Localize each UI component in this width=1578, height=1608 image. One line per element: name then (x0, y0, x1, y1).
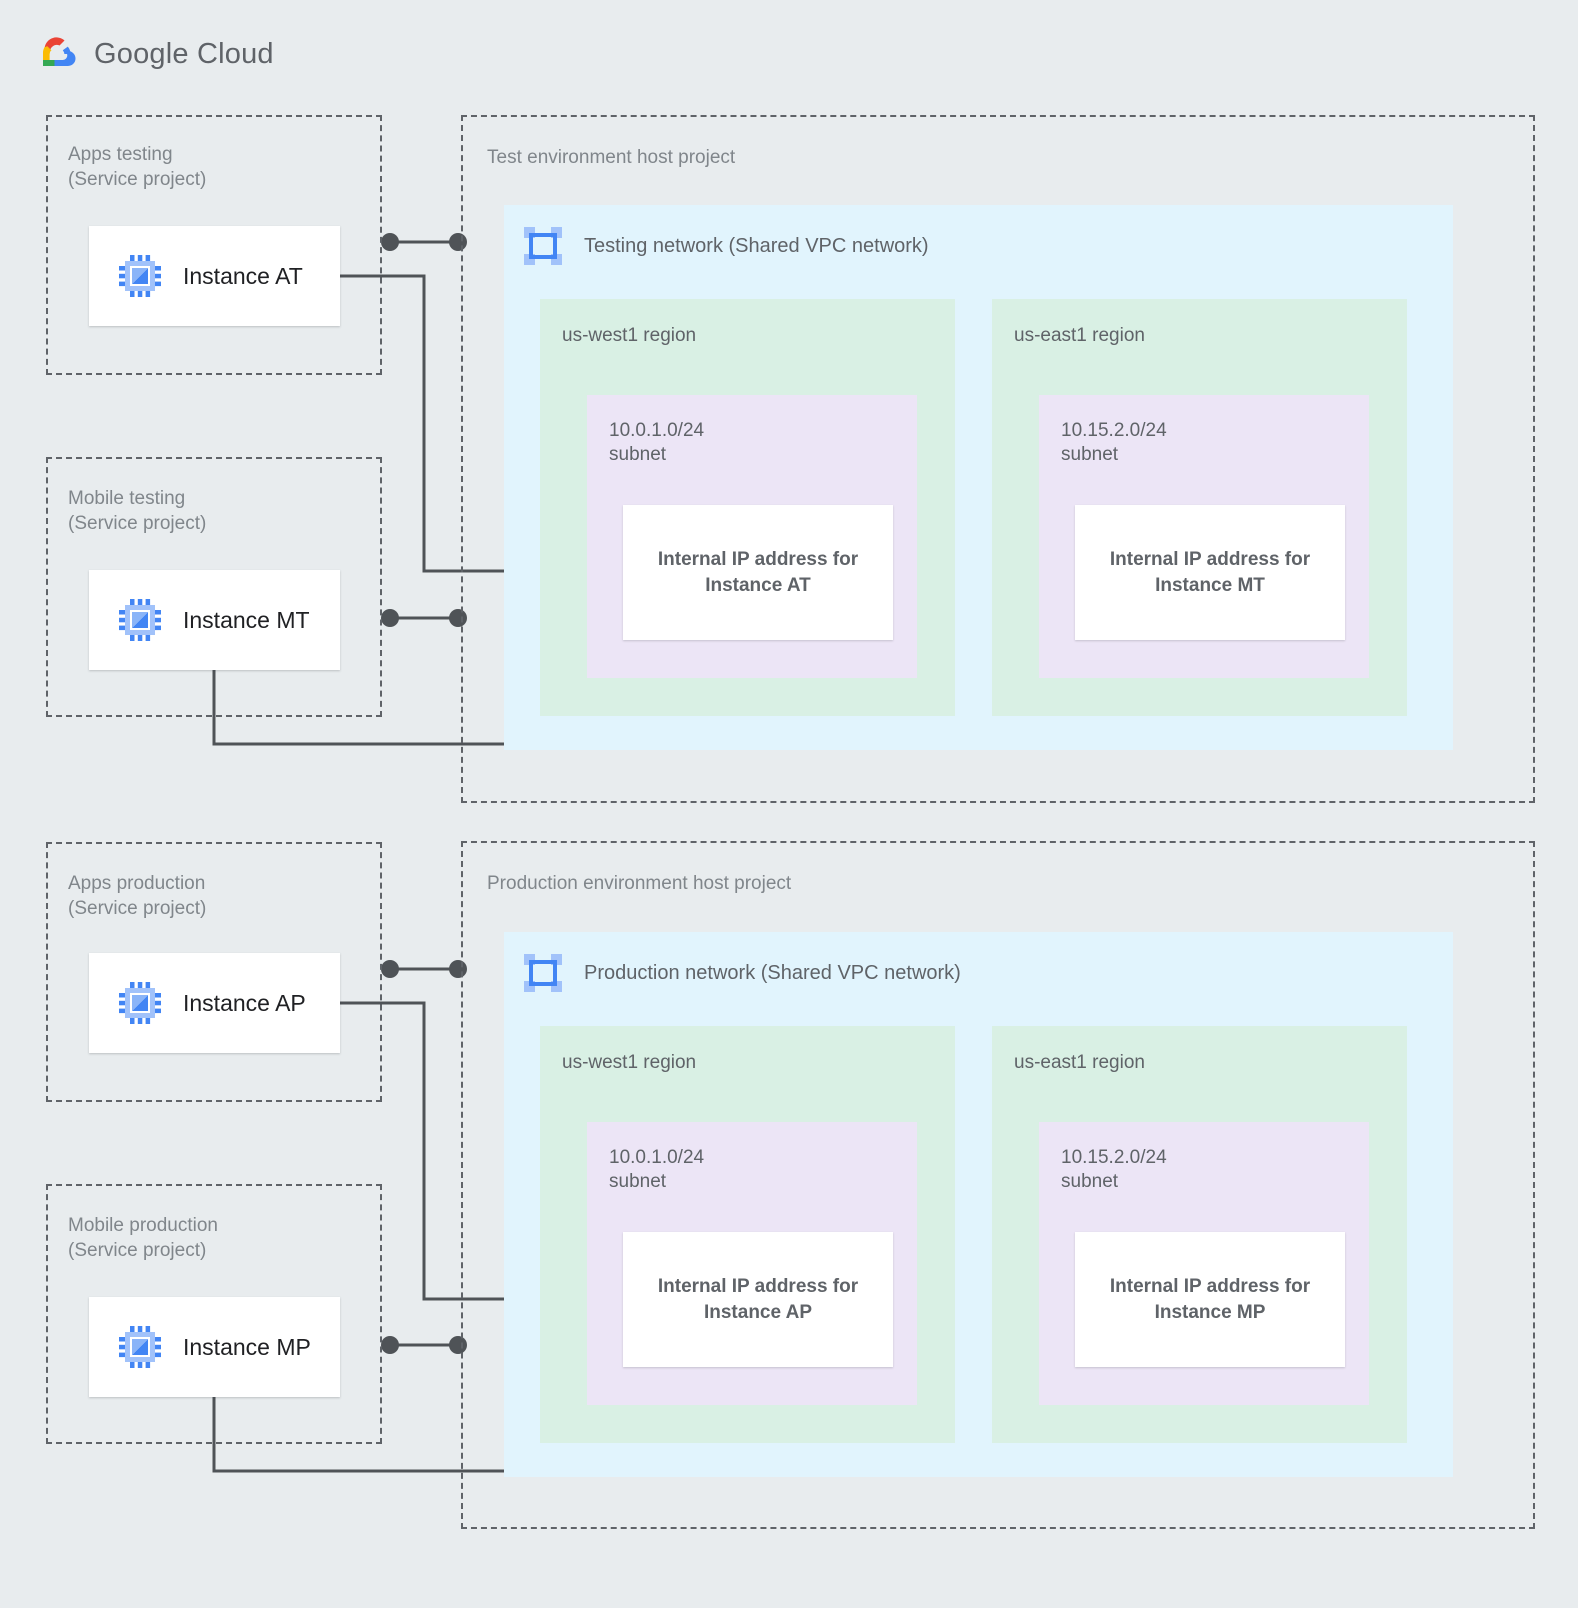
ip-box-instance-ap-label: Internal IP address for Instance AP (657, 1275, 859, 1323)
service-project-mobile-testing-label: Mobile testing (Service project) (68, 488, 207, 534)
instance-name-mp: Instance MP (183, 1333, 311, 1360)
compute-instance-icon (119, 255, 161, 297)
connector-dot (381, 960, 399, 978)
host-project-production-label: Production environment host project (487, 873, 792, 894)
brand-cloud: Cloud (196, 37, 274, 70)
vpc-network-testing: Testing network (Shared VPC network) us-… (504, 205, 1453, 750)
brand-wordmark: Google Cloud (94, 38, 274, 71)
ip-box-instance-mt: Internal IP address for Instance MT (1075, 505, 1345, 640)
compute-instance-icon (119, 599, 161, 641)
service-project-apps-testing-label: Apps testing (Service project) (68, 144, 207, 190)
service-project-mobile-production-label: Mobile production (Service project) (68, 1215, 218, 1261)
instance-card-ap[interactable]: Instance AP (89, 953, 340, 1053)
connector-dot (381, 1336, 399, 1354)
service-project-apps-testing: Apps testing (Service project) (46, 115, 382, 375)
instance-name-mt: Instance MT (183, 606, 310, 633)
region-test-us-west1-label: us-west1 region (562, 325, 697, 346)
region-prod-us-east1-label: us-east1 region (1014, 1052, 1145, 1073)
instance-name-at: Instance AT (183, 262, 303, 289)
service-project-mobile-production: Mobile production (Service project) (46, 1184, 382, 1444)
instance-card-at[interactable]: Instance AT (89, 226, 340, 326)
service-project-mobile-testing: Mobile testing (Service project) (46, 457, 382, 717)
service-project-apps-production: Apps production (Service project) (46, 842, 382, 1102)
connector-dot (381, 233, 399, 251)
host-project-test: Test environment host project (461, 115, 1535, 803)
brand-google: Google (94, 37, 189, 70)
host-project-test-label: Test environment host project (487, 147, 736, 168)
google-cloud-logo-icon (34, 34, 80, 74)
region-test-us-east1-label: us-east1 region (1014, 325, 1145, 346)
google-cloud-brand: Google Cloud (34, 34, 274, 74)
connector-dot (381, 609, 399, 627)
ip-box-instance-mt-label: Internal IP address for Instance MT (1109, 548, 1311, 596)
vpc-network-testing-header: Testing network (Shared VPC network) (524, 227, 929, 265)
vpc-network-production: Production network (Shared VPC network) … (504, 932, 1453, 1477)
vpc-network-icon (524, 227, 562, 265)
region-prod-us-west1-label: us-west1 region (562, 1052, 697, 1073)
host-project-production: Production environment host project (461, 841, 1535, 1529)
ip-box-instance-mp: Internal IP address for Instance MP (1075, 1232, 1345, 1367)
ip-box-instance-ap: Internal IP address for Instance AP (623, 1232, 893, 1367)
vpc-network-production-header: Production network (Shared VPC network) (524, 954, 961, 992)
instance-card-mp[interactable]: Instance MP (89, 1297, 340, 1397)
compute-instance-icon (119, 982, 161, 1024)
instance-name-ap: Instance AP (183, 989, 306, 1016)
vpc-network-icon (524, 954, 562, 992)
ip-box-instance-mp-label: Internal IP address for Instance MP (1109, 1275, 1311, 1323)
instance-card-mt[interactable]: Instance MT (89, 570, 340, 670)
ip-box-instance-at: Internal IP address for Instance AT (623, 505, 893, 640)
service-project-apps-production-label: Apps production (Service project) (68, 873, 207, 919)
vpc-network-testing-title: Testing network (Shared VPC network) (584, 234, 929, 257)
vpc-network-production-title: Production network (Shared VPC network) (584, 961, 961, 984)
compute-instance-icon (119, 1326, 161, 1368)
ip-box-instance-at-label: Internal IP address for Instance AT (657, 548, 859, 596)
